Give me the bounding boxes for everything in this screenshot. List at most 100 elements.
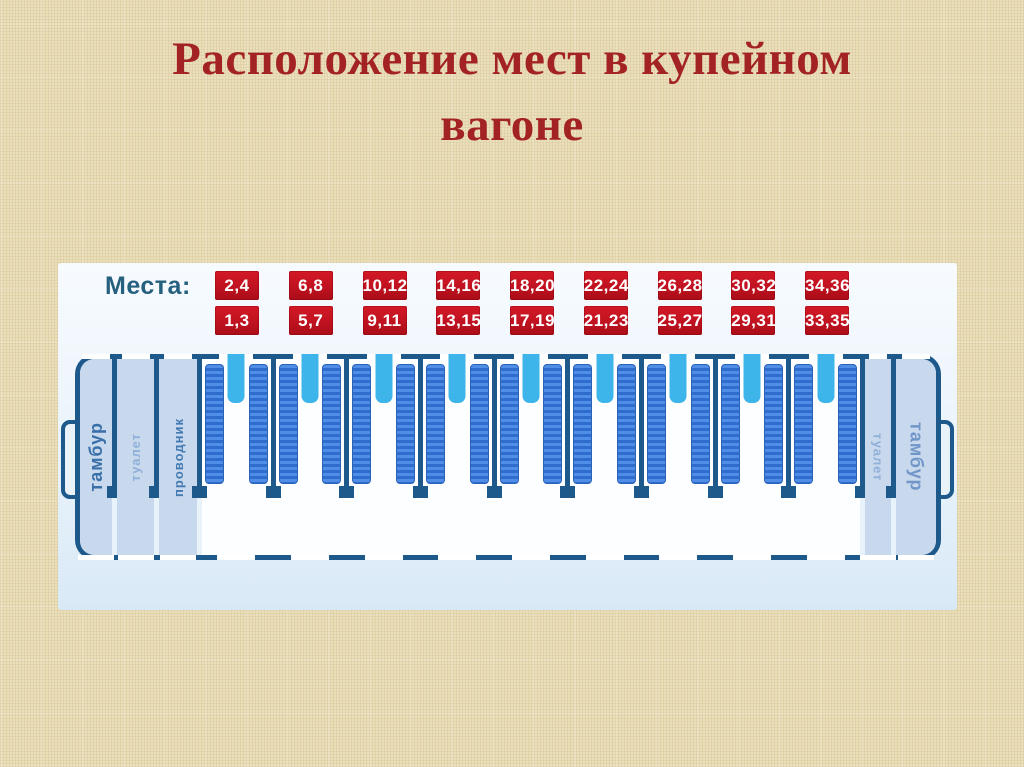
- section-label: тамбур: [906, 422, 927, 492]
- section-tambur-right: тамбур: [896, 354, 937, 560]
- section-conductor: проводник: [159, 354, 197, 560]
- window-table: [446, 354, 468, 405]
- window-bottom: [217, 555, 256, 560]
- berth-right: [469, 364, 489, 484]
- window-table: [299, 354, 321, 405]
- partition-wall: [413, 359, 429, 498]
- window-bottom: [291, 555, 329, 560]
- window-table: [520, 354, 542, 405]
- seat-badge: 21,23: [583, 306, 628, 335]
- badges-bottom-row: 1,3 5,7 9,11 13,15 17,19 21,23 25,27 29,31 33,35: [215, 306, 850, 335]
- berth-right: [690, 364, 710, 484]
- seat-badge: 6,8: [288, 271, 333, 300]
- partition-wall: [634, 359, 650, 498]
- window-table: [667, 354, 689, 405]
- berth-right: [248, 364, 268, 484]
- window-bottom: [160, 555, 196, 560]
- partition-wall: [486, 359, 502, 498]
- section-tambur-left: тамбур: [78, 354, 114, 560]
- page-title: Расположение мест в купейном вагоне: [0, 26, 1024, 158]
- window-table: [815, 354, 837, 405]
- berth-right: [543, 364, 563, 484]
- window-table: [594, 354, 616, 405]
- window-table: [225, 354, 247, 405]
- compartment: [718, 354, 787, 560]
- compartment: [349, 354, 418, 560]
- seat-badge: 17,19: [510, 306, 555, 335]
- berth-right: [396, 364, 416, 484]
- partition-wall: [781, 359, 797, 498]
- window-top: [869, 354, 888, 359]
- partition-wall: [707, 359, 723, 498]
- seat-badge: 2,4: [215, 271, 259, 300]
- compartment: [423, 354, 492, 560]
- berth-right: [838, 364, 858, 484]
- partition-wall: [192, 359, 207, 498]
- window-table: [741, 354, 763, 405]
- seat-badge: 26,28: [657, 271, 702, 300]
- partition-wall: [560, 359, 576, 498]
- carriage-row: тамбур туалет проводник туалет тамбур: [78, 354, 937, 560]
- window-bottom: [438, 555, 477, 560]
- compartment: [570, 354, 639, 560]
- section-label: проводник: [170, 417, 186, 497]
- window-bottom: [806, 555, 845, 560]
- section-label: туалет: [870, 432, 886, 482]
- compartment: [791, 354, 860, 560]
- berth-left: [794, 364, 814, 484]
- seat-badge: 1,3: [215, 306, 259, 335]
- window-table: [373, 354, 395, 405]
- section-toilet-right: туалет: [860, 354, 897, 560]
- seat-badge: 25,27: [657, 306, 702, 335]
- page-title-line-1: Расположение мест в купейном: [172, 33, 852, 85]
- seat-badge: 29,31: [731, 306, 776, 335]
- berth-left: [499, 364, 519, 484]
- seat-badge: 9,11: [362, 306, 407, 335]
- seat-badge: 13,15: [436, 306, 481, 335]
- window-bottom: [733, 555, 772, 560]
- berth-left: [647, 364, 667, 484]
- window-top: [121, 354, 150, 359]
- window-bottom: [860, 555, 897, 560]
- compartment: [202, 354, 271, 560]
- berth-left: [720, 364, 740, 484]
- seat-badge: 30,32: [731, 271, 776, 300]
- compartment: [644, 354, 713, 560]
- berth-right: [322, 364, 342, 484]
- berth-left: [573, 364, 593, 484]
- seat-badge: 22,24: [583, 271, 628, 300]
- seating-diagram-panel: Места: 2,4 6,8 10,12 14,16 18,20 22,24 26,28 30…: [58, 263, 957, 610]
- carriage: тамбур туалет проводник туалет тамбур: [78, 354, 937, 560]
- seat-badge: 18,20: [510, 271, 555, 300]
- window-bottom: [585, 555, 624, 560]
- window-bottom: [117, 555, 154, 560]
- berth-right: [617, 364, 637, 484]
- berth-right: [764, 364, 784, 484]
- window-bottom: [78, 555, 114, 560]
- compartment: [276, 354, 345, 560]
- seat-badge: 10,12: [362, 271, 407, 300]
- window-top: [902, 354, 931, 359]
- legend-label: Места:: [105, 272, 191, 300]
- section-label: туалет: [128, 432, 143, 482]
- seat-badge: 33,35: [805, 306, 850, 335]
- seat-badge: 5,7: [288, 306, 333, 335]
- berth-left: [426, 364, 446, 484]
- window-bottom: [512, 555, 551, 560]
- window-bottom: [898, 555, 935, 560]
- window-bottom: [659, 555, 698, 560]
- berth-left: [278, 364, 298, 484]
- partition-wall: [265, 359, 281, 498]
- window-bottom: [364, 555, 403, 560]
- seat-badge: 14,16: [436, 271, 481, 300]
- partition-wall: [339, 359, 355, 498]
- window-top: [164, 354, 192, 359]
- section-label: тамбур: [85, 422, 106, 492]
- page-title-line-2: вагоне: [440, 99, 584, 151]
- berth-left: [352, 364, 372, 484]
- compartment: [497, 354, 566, 560]
- section-toilet-left: туалет: [117, 354, 154, 560]
